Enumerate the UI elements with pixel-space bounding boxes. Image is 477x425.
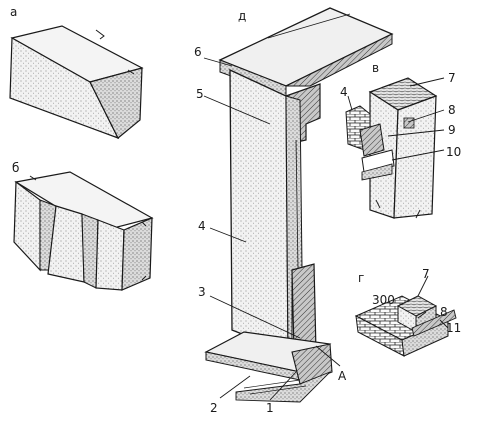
label-7-top: 7 [448,71,456,85]
label-11: 11 [446,321,461,335]
label-1: 1 [266,401,274,415]
label-5: 5 [196,87,204,101]
label-9: 9 [448,123,456,137]
corner-detail-v [345,77,438,219]
block-b [13,171,154,291]
label-7-bottom: 7 [422,267,430,281]
label-8-top: 8 [448,103,456,117]
labels: а б д в г 6 5 4 3 2 1 А 4 7 8 9 10 7 300… [10,5,461,415]
label-4-detail: 4 [340,85,348,99]
leader-lines [203,57,449,401]
dimension-300: 300 [372,293,395,307]
block-a [9,25,144,140]
label-d: д [238,9,246,23]
base-detail-g [354,295,457,357]
label-6: 6 [194,45,202,59]
label-2: 2 [210,401,218,415]
label-g: г [358,271,364,285]
label-a: а [10,5,17,19]
label-3: 3 [198,285,206,299]
label-A: А [338,369,347,383]
label-4-wall: 4 [198,219,206,233]
label-8-bottom: 8 [440,305,448,319]
label-10: 10 [446,145,461,159]
label-v: в [372,61,379,75]
label-b: б [12,161,19,175]
wall-section-d [204,7,394,403]
